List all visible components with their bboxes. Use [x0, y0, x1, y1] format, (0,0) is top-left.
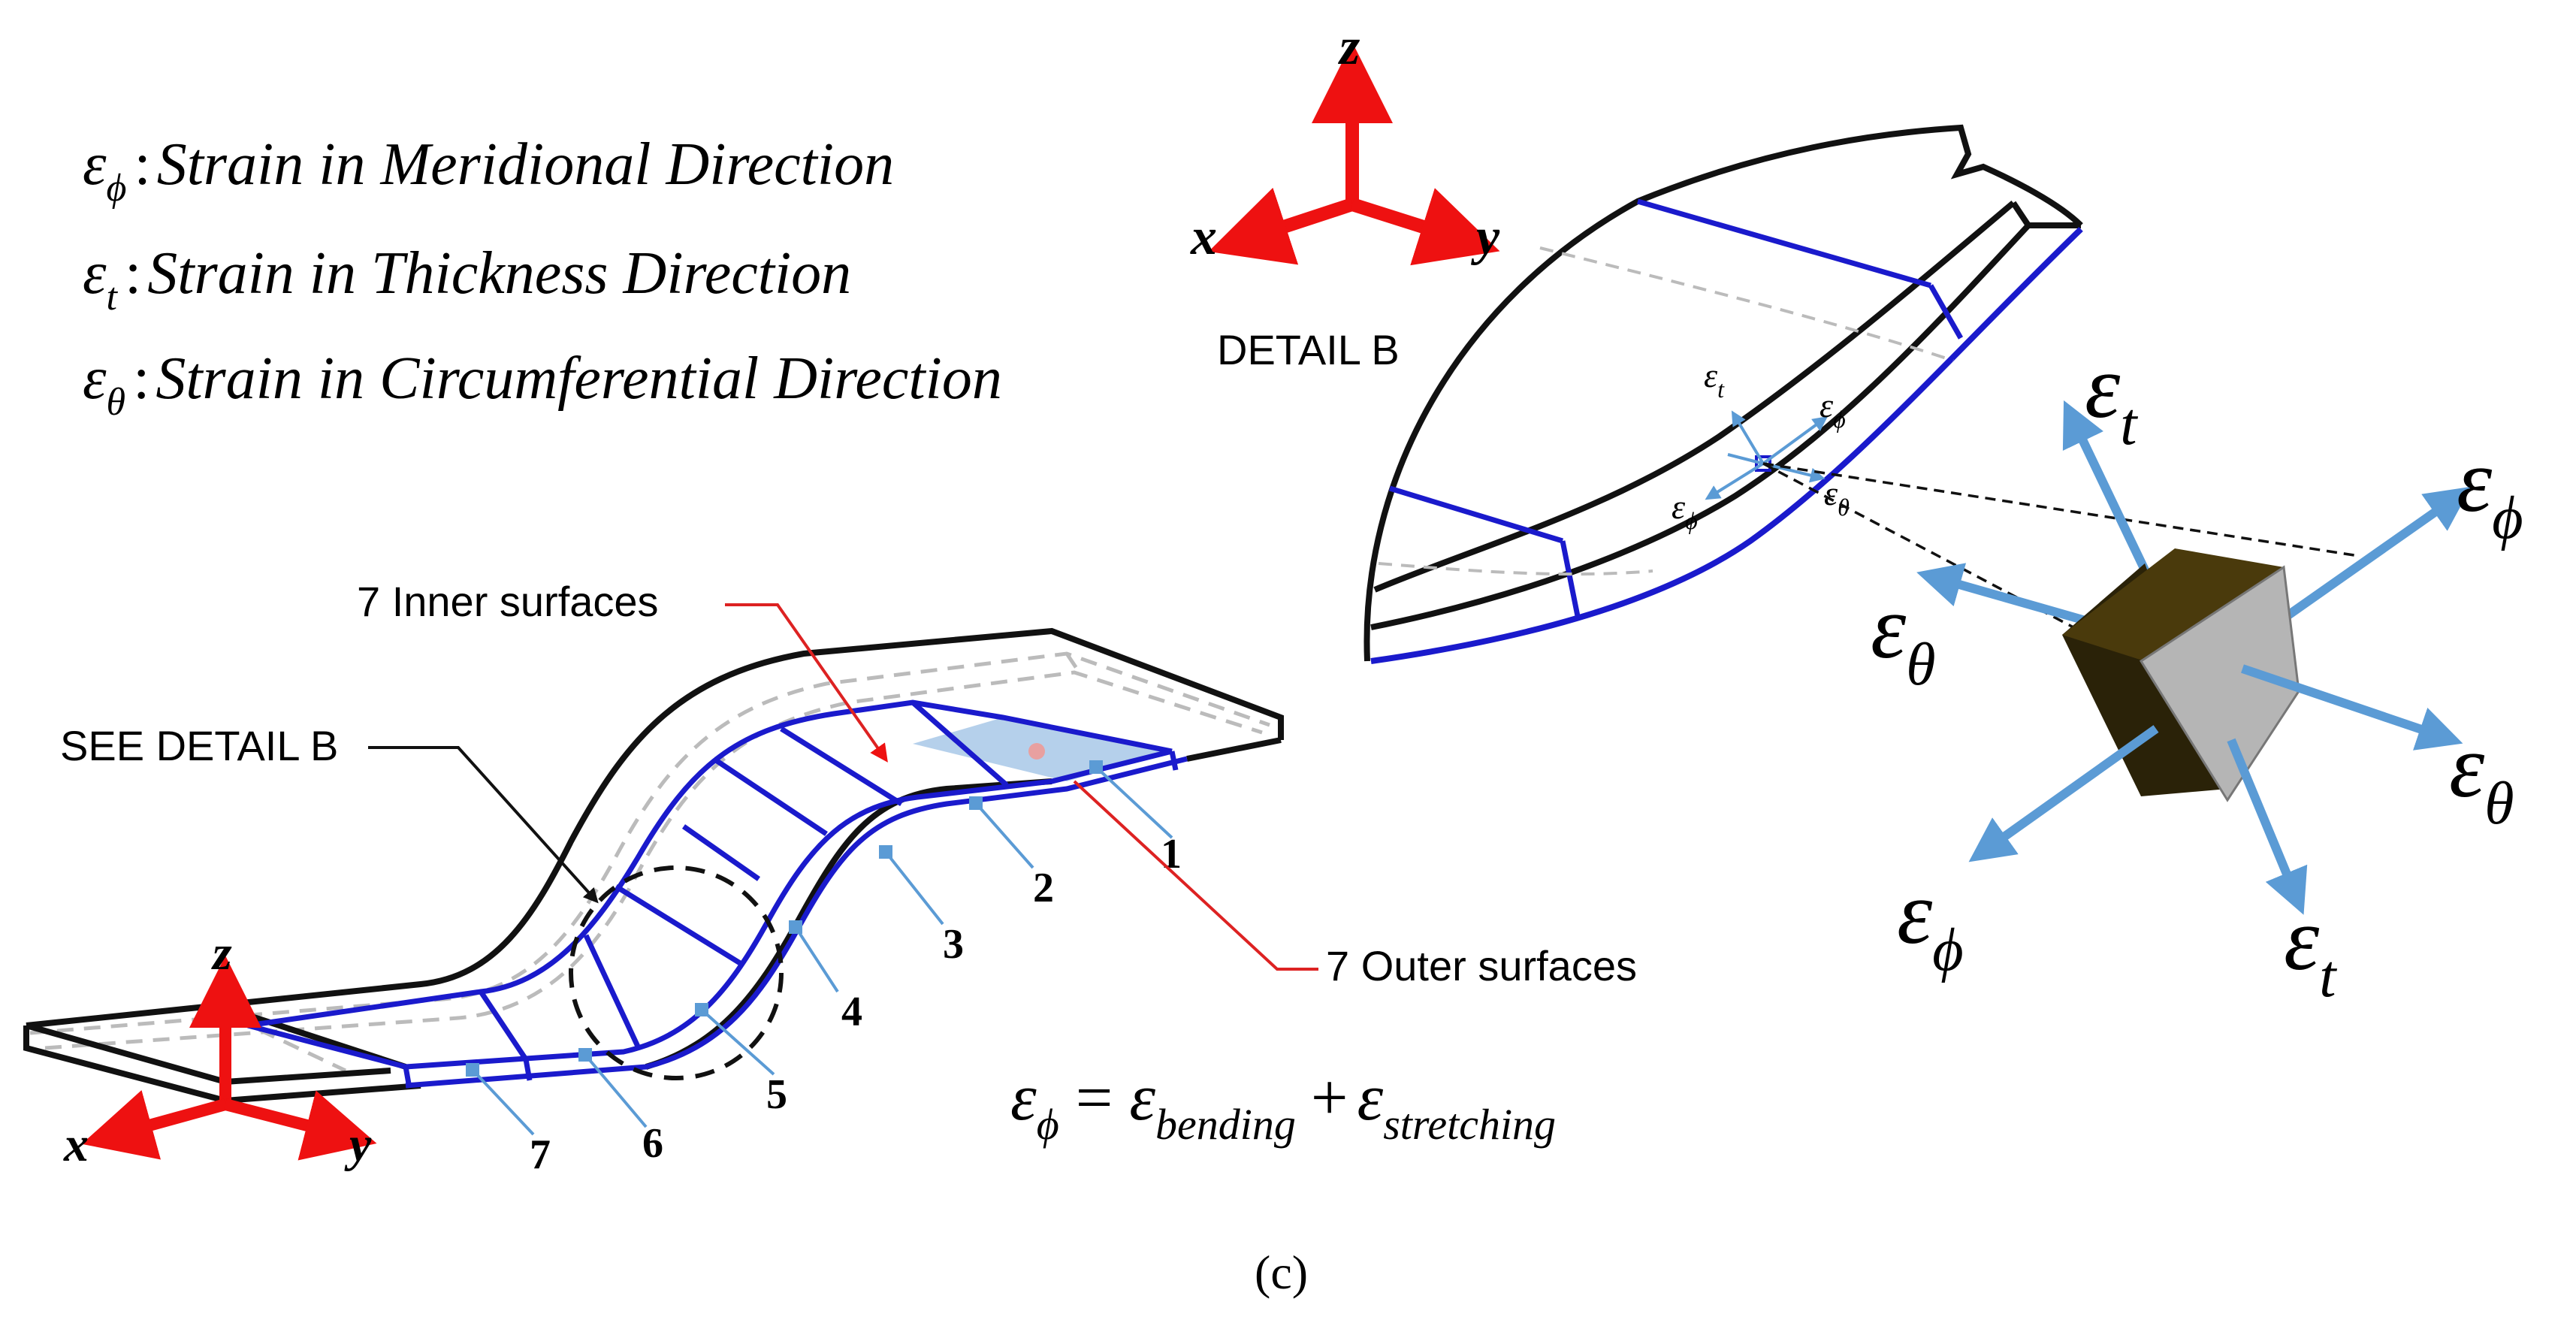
- plate-hidden-line: [29, 651, 1270, 1035]
- axis-bottom-z-label: z: [211, 926, 232, 980]
- callout-see-detail-leader: [368, 746, 599, 904]
- detail-b-section-line: [1388, 485, 1564, 544]
- axis-x-label: x: [1190, 208, 1217, 266]
- detail-b-hidden-line: [1539, 246, 1954, 362]
- axis-z-label: z: [1338, 18, 1360, 76]
- surface-leader-7: [471, 1068, 535, 1136]
- callouts: 7 Inner surfaces 7 Outer surfaces SEE DE…: [60, 578, 1637, 989]
- detail-b-end-edge: [2010, 201, 2031, 228]
- detail-b-section-line: [1637, 198, 1931, 288]
- projection-line: [1762, 462, 2360, 557]
- figure-caption: (c): [1255, 1246, 1308, 1299]
- detail-label-phi-lower: εϕ: [1672, 488, 1698, 534]
- plate-section-line: [681, 824, 761, 881]
- cube-label-t-bottom: εt: [2284, 889, 2337, 1010]
- plate-section-line: [911, 700, 1009, 787]
- axes-bottom: z x y: [63, 926, 377, 1172]
- plate-top-outline: [26, 627, 1284, 1028]
- cube-arrow-t-top: [2062, 400, 2161, 596]
- detail-phi-up-arrow: [1762, 416, 1829, 465]
- surface-leader-5: [700, 1008, 775, 1076]
- callout-see-detail: SEE DETAIL B: [60, 722, 338, 769]
- cube-label-phi-right: εϕ: [2457, 430, 2523, 551]
- surface-number-7: 7: [530, 1131, 551, 1178]
- plate-section-line: [712, 757, 828, 836]
- surface-markers: [466, 760, 1173, 1136]
- callout-inner-leader: [725, 603, 888, 763]
- plate-section-line: [403, 1066, 412, 1089]
- cube-arrow-phi-right: [2273, 486, 2472, 627]
- axes-top: z x y: [1190, 18, 1500, 266]
- surface-leader-1: [1095, 766, 1173, 839]
- axis-bottom-y-label: y: [344, 1117, 372, 1172]
- plate-hidden-line: [1065, 652, 1084, 678]
- callout-inner-surfaces: 7 Inner surfaces: [357, 578, 659, 625]
- cube-arrow-phi-left: [1968, 725, 2159, 862]
- surface-leader-6: [584, 1053, 648, 1128]
- detail-b-section-line: [1928, 284, 1964, 340]
- axis-y-label: y: [1471, 208, 1500, 266]
- strain-cube: εt εϕ εθ εθ εϕ εt: [1871, 337, 2523, 1010]
- axis-y-arrow: [1350, 188, 1500, 266]
- detail-t-arrow: [1731, 410, 1765, 465]
- surface-leader-4: [794, 926, 839, 993]
- cube-label-theta-right: εθ: [2449, 716, 2514, 837]
- callout-outer-leader: [1073, 780, 1318, 971]
- axis-x-arrow: [1208, 187, 1354, 265]
- detail-b-blue-edge: [1370, 227, 2083, 664]
- detail-phi-down-arrow: [1705, 462, 1765, 500]
- surface-number-6: 6: [642, 1120, 663, 1167]
- detail-b-strain-point: εt εϕ εϕ εθ: [1672, 356, 2360, 629]
- detail-label-phi-upper: εϕ: [1820, 386, 1846, 433]
- detail-b-shell: DETAIL B: [1217, 124, 2083, 664]
- axis-bottom-x-label: x: [63, 1117, 89, 1172]
- plate-right-edge: [1186, 737, 1282, 762]
- surface-number-5: 5: [766, 1071, 787, 1118]
- surface-number-4: 4: [841, 989, 862, 1035]
- plate-front-top: [25, 1022, 391, 1086]
- projection-line: [1762, 462, 2074, 629]
- surface-number-3: 3: [943, 921, 964, 968]
- plate-blue-edge-inner: [247, 699, 1173, 1028]
- plate-hidden-line: [209, 1004, 347, 1073]
- detail-label-t: εt: [1704, 356, 1725, 403]
- plate-section-line: [1169, 751, 1179, 771]
- surface-leader-2: [974, 802, 1034, 869]
- cube-label-t-top: εt: [2085, 337, 2138, 458]
- plate-section-line: [247, 1022, 406, 1070]
- detail-b-section-line: [1560, 540, 1581, 617]
- legend: εϕ:Strain in Meridional Direction εt:Str…: [83, 131, 1002, 424]
- plate-section-line: [615, 884, 745, 968]
- detail-b-label: DETAIL B: [1217, 326, 1400, 373]
- cube-top-face: [2062, 548, 2284, 661]
- plate-section-line: [479, 990, 528, 1061]
- cube-label-phi-left: εϕ: [1897, 862, 1964, 983]
- cube-arrow-theta-right: [2241, 664, 2463, 751]
- legend-item-thickness: εt:Strain in Thickness Direction: [83, 240, 851, 319]
- detail-b-circle: [569, 865, 784, 1080]
- callout-outer-surfaces: 7 Outer surfaces: [1326, 942, 1637, 989]
- plate-section-line: [780, 726, 903, 806]
- legend-item-meridional: εϕ:Strain in Meridional Direction: [83, 131, 894, 210]
- surface-leader-3: [884, 850, 944, 926]
- detail-theta-arrow-back: [1727, 453, 1764, 465]
- cube-arrow-t-bottom: [2227, 738, 2308, 915]
- strain-equation: εϕ=εbending+εstretching: [1010, 1062, 1556, 1149]
- detail-b-hidden-line: [1378, 562, 1653, 576]
- detail-b-outline: [1363, 124, 2083, 662]
- s-plate: 1 2 3 4 5 6 7: [23, 627, 1284, 1178]
- plate-section-line: [583, 934, 642, 1050]
- shaded-region-dot: [1028, 743, 1045, 760]
- detail-label-theta: εθ: [1824, 474, 1850, 521]
- detail-b-top-edge: [1370, 223, 2031, 630]
- surface-number-2: 2: [1033, 865, 1054, 911]
- cube-label-theta-left: εθ: [1871, 577, 1936, 698]
- plate-blue-edge-outer: [405, 748, 1173, 1070]
- axis-bottom-y-arrow: [224, 1090, 377, 1161]
- axis-bottom-x-arrow: [81, 1089, 228, 1160]
- plate-section-line: [523, 1059, 533, 1081]
- legend-item-circumferential: εθ:Strain in Circumferential Direction: [83, 346, 1002, 424]
